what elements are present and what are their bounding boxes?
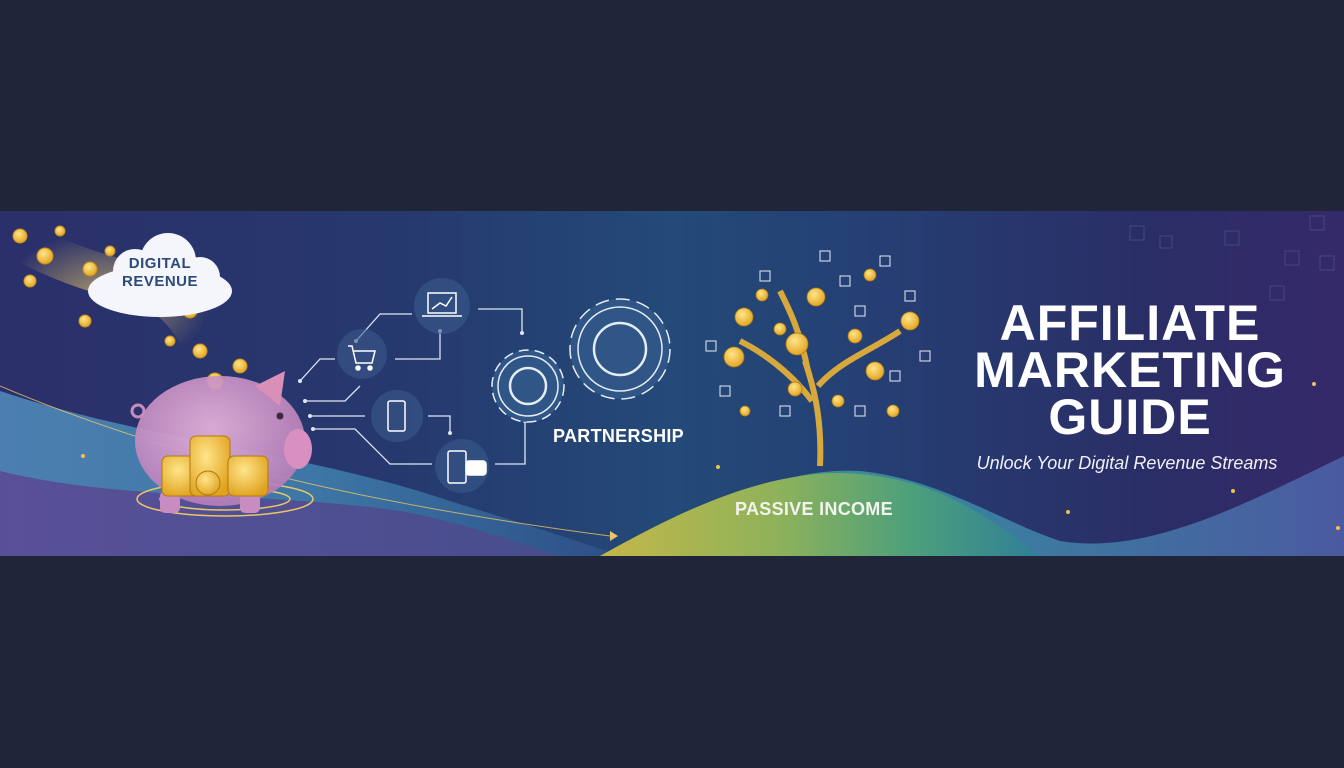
hero-banner: DIGITAL REVENUE PARTNERSHIP PASSIVE INCO…: [0, 211, 1344, 556]
gears-icon: [491, 298, 671, 423]
shopping-cart-icon: [348, 345, 376, 371]
cloud-label-line2: REVENUE: [121, 273, 199, 290]
cloud-label-line1: DIGITAL: [128, 255, 192, 272]
tagline: Unlock Your Digital Revenue Streams: [976, 453, 1278, 473]
partnership-label: PARTNERSHIP: [553, 426, 684, 446]
title-line2: MARKETING: [974, 342, 1286, 398]
mobile-chat-icon: [447, 450, 487, 484]
title-line3: GUIDE: [1048, 389, 1212, 445]
title-line1: AFFILIATE: [999, 295, 1261, 351]
cloud-icon: [88, 233, 232, 317]
money-tree-icon: [705, 250, 931, 467]
piggy-bank-icon: [130, 371, 314, 517]
passive-income-label: PASSIVE INCOME: [735, 499, 893, 519]
cloud-label: DIGITAL REVENUE: [95, 255, 225, 291]
banner-artwork: [0, 213, 1344, 556]
smartphone-icon: [387, 400, 406, 432]
page-title: AFFILIATE MARKETING GUIDE: [960, 295, 1300, 445]
laptop-chart-icon: [422, 292, 462, 317]
